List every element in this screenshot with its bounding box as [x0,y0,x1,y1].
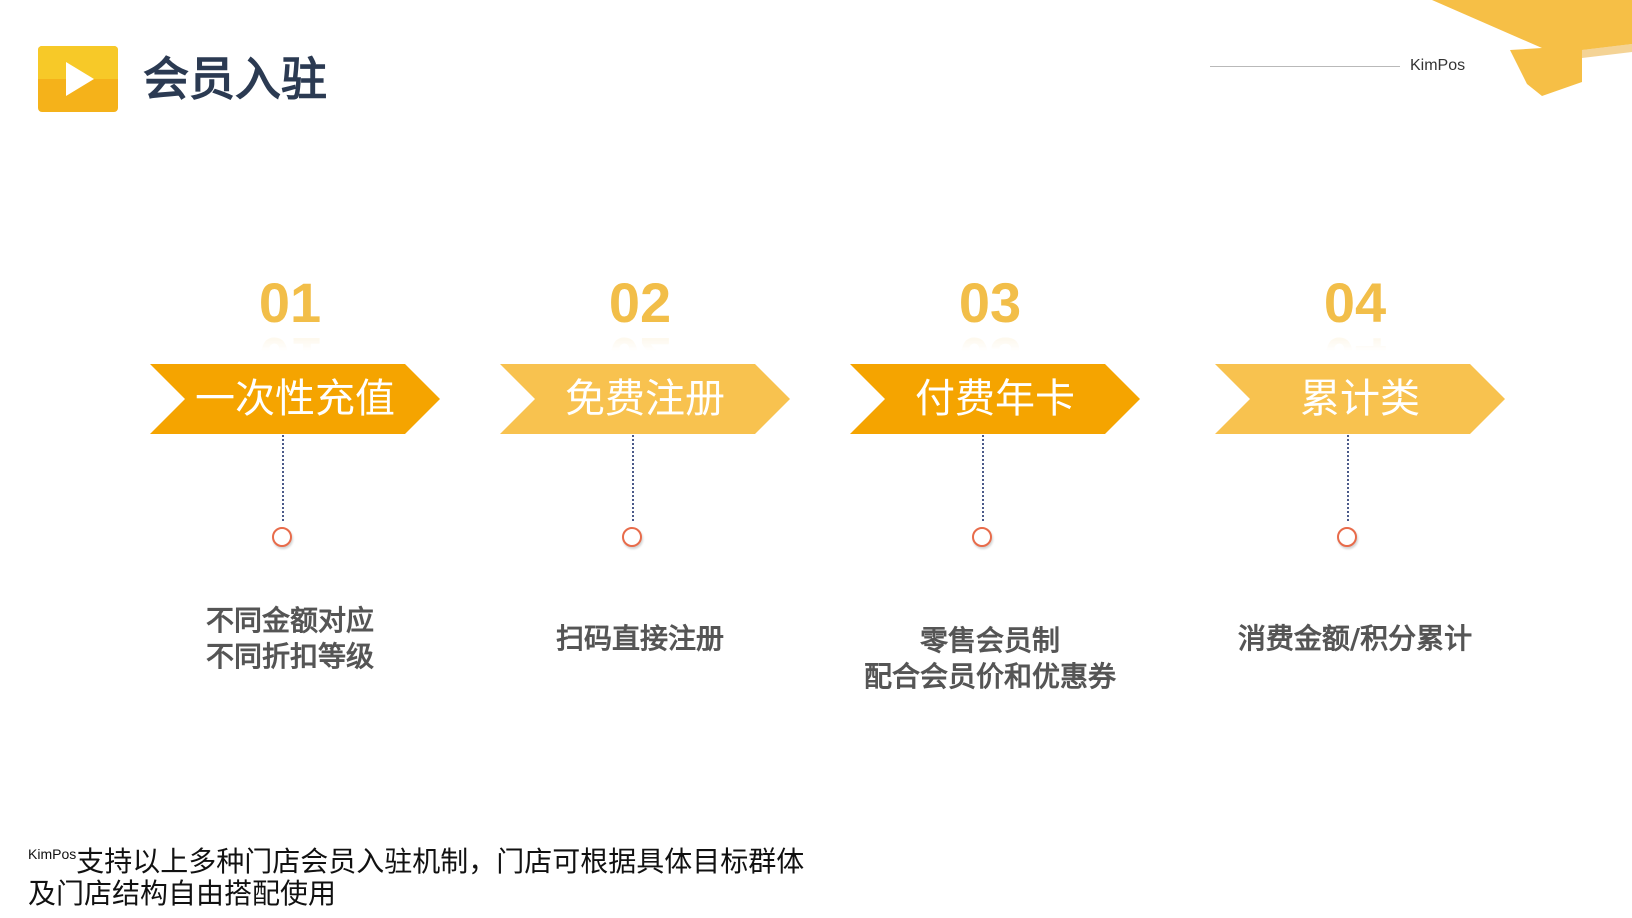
step-3: 03 03 付费年卡 零售会员制 配合会员价和优惠券 [840,265,1140,725]
step-description: 不同金额对应 不同折扣等级 [120,603,460,675]
desc-line: 消费金额/积分累计 [1237,622,1473,655]
footer-brand: KimPos [28,846,77,862]
connector-line [982,435,984,521]
header-divider [1210,66,1400,67]
corner-decoration [1432,0,1632,100]
connector-line [1347,435,1349,521]
step-label: 累计类 [1300,376,1420,422]
step-number: 02 [608,271,672,334]
page-title: 会员入驻 [143,52,327,106]
timeline-dot [622,527,642,547]
footer-note: KimPos支持以上多种门店会员入驻机制，门店可根据具体目标群体 及门店结构自由… [28,838,818,910]
connector-line [282,435,284,521]
footer-text-2: 及门店结构自由搭配使用 [28,877,337,910]
desc-line: 扫码直接注册 [555,622,724,655]
logo [38,46,118,112]
connector-line [632,435,634,521]
step-description: 零售会员制 配合会员价和优惠券 [820,623,1160,695]
step-number: 01 [258,271,322,334]
step-chevron [1215,364,1505,434]
desc-line: 配合会员价和优惠券 [863,660,1116,693]
step-number: 03 [958,271,1022,334]
step-description: 扫码直接注册 [470,621,810,657]
step-label: 付费年卡 [915,376,1075,422]
footer-line-1: KimPos支持以上多种门店会员入驻机制，门店可根据具体目标群体 [28,838,818,878]
timeline-dot [1337,527,1357,547]
step-label: 一次性充值 [195,376,395,422]
footer-text-1: 支持以上多种门店会员入驻机制，门店可根据具体目标群体 [76,845,805,878]
step-chevron [500,364,790,434]
timeline-dot [972,527,992,547]
step-chevron [150,364,440,434]
brand-label: KimPos [1410,57,1466,74]
desc-line: 不同金额对应 [205,604,374,637]
step-2: 02 02 免费注册 扫码直接注册 [490,265,790,725]
step-number: 04 [1323,271,1387,334]
timeline-dot [272,527,292,547]
play-icon [66,62,94,96]
step-description: 消费金额/积分累计 [1185,621,1525,657]
step-4: 04 04 累计类 消费金额/积分累计 [1205,265,1505,725]
step-label: 免费注册 [565,376,725,422]
step-chevron [850,364,1140,434]
desc-line: 不同折扣等级 [205,640,374,673]
step-1: 01 01 一次性充值 不同金额对应 不同折扣等级 [140,265,440,725]
desc-line: 零售会员制 [919,624,1060,657]
